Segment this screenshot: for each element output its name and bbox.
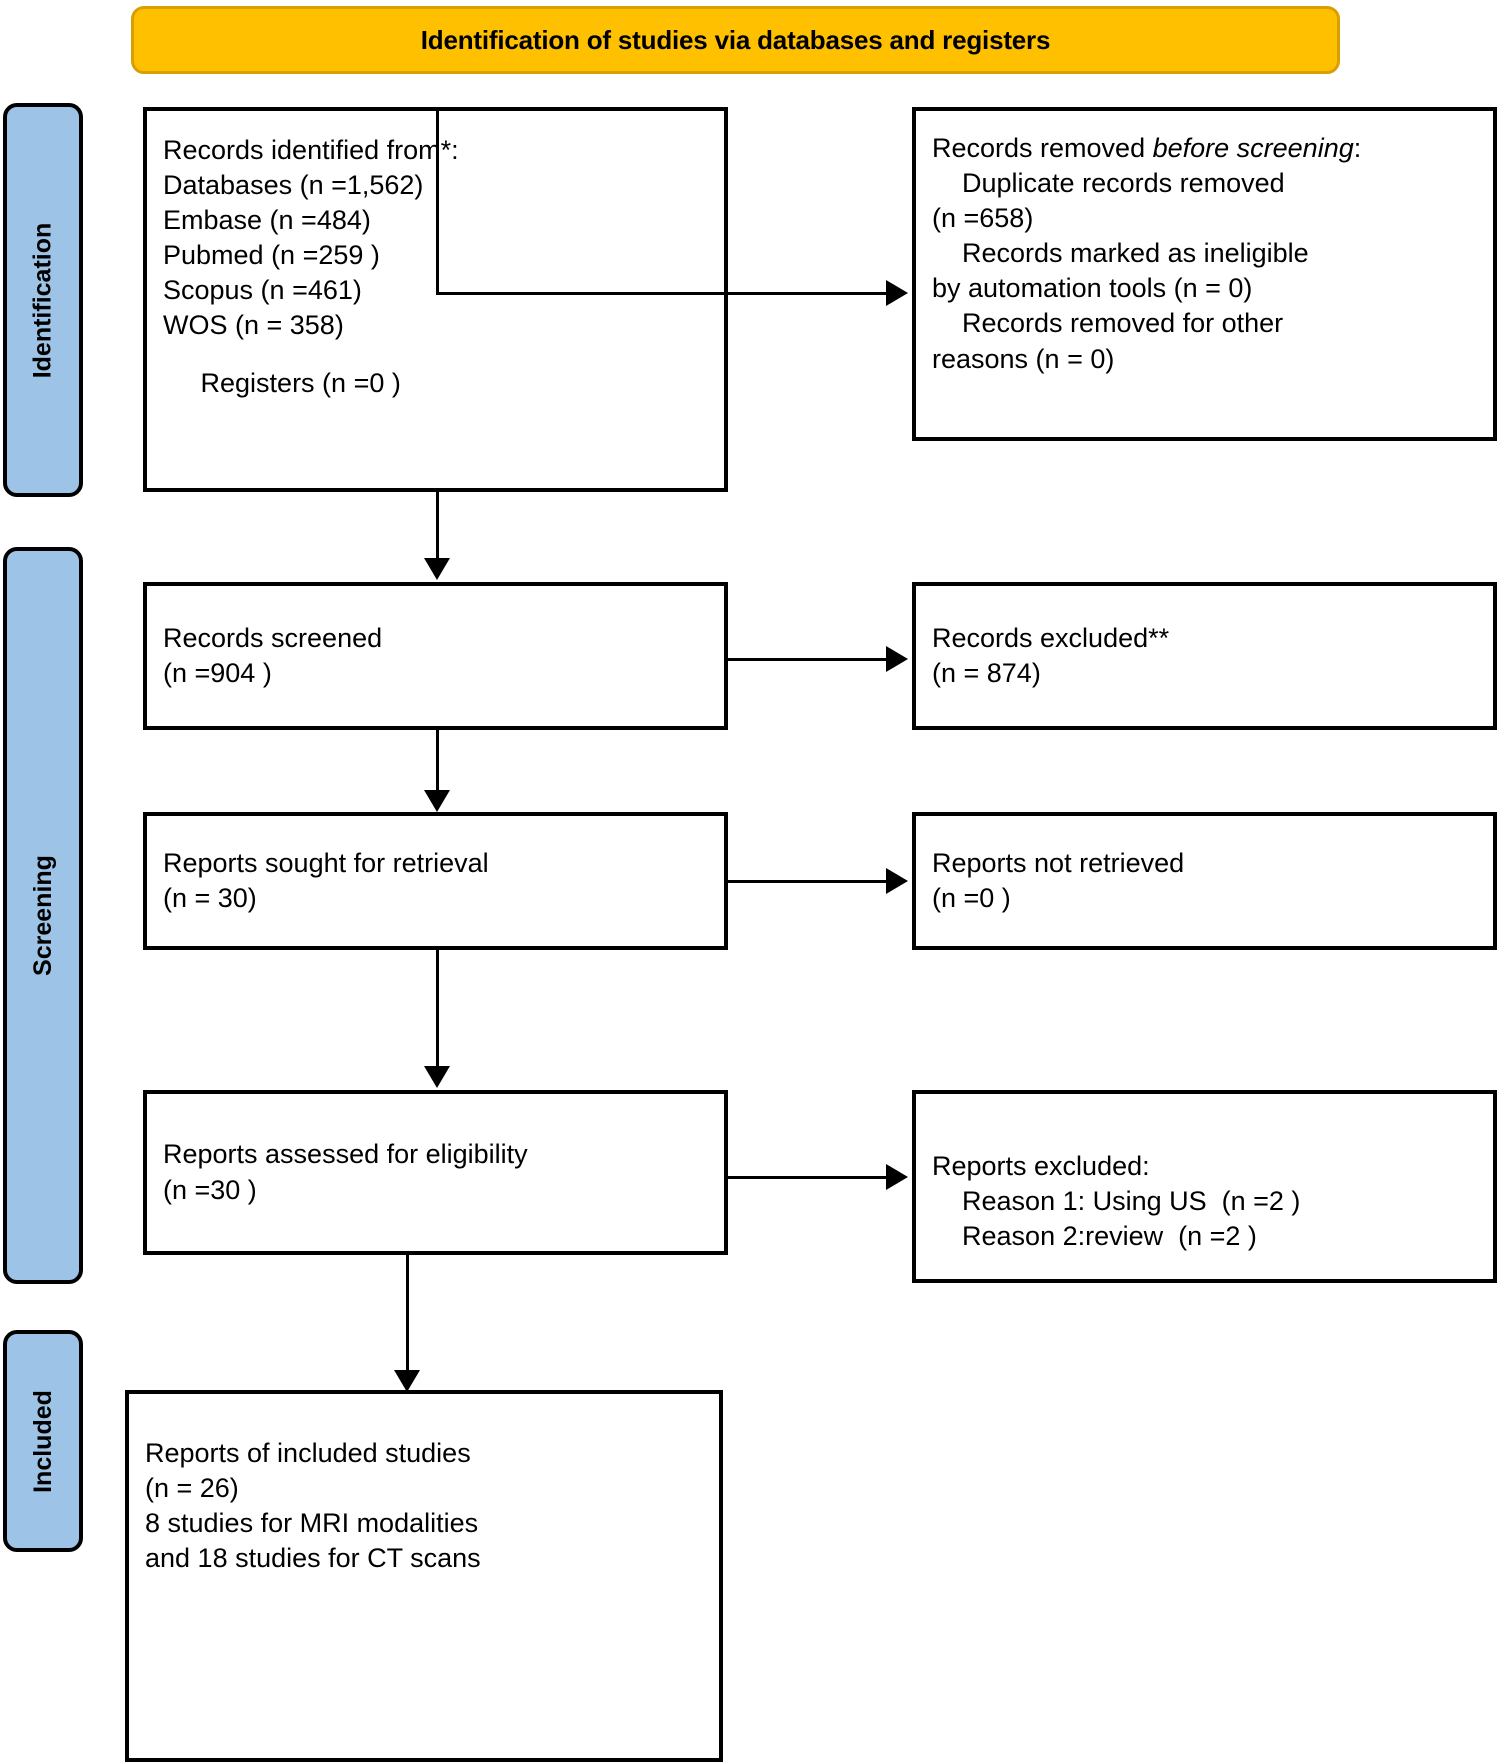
reports-assessed-line-2: (n =30 ) [163,1174,257,1205]
records-identified-line-1: Records identified from*: [163,135,459,165]
connector-identified-to-removed [436,292,888,295]
records-removed-heading-italic: before screening [1152,133,1354,163]
page-title: Identification of studies via databases … [420,24,1051,55]
records-identified-spacer [147,344,724,366]
box-records-removed: Records removed before screening: Duplic… [912,107,1497,441]
diagram-header-banner: Identification of studies via databases … [131,6,1340,74]
records-removed-heading-colon: : [1353,133,1362,163]
box-included-studies: Reports of included studies (n = 26) 8 s… [125,1390,723,1762]
arrowhead-sought-to-not-retrieved [886,868,908,894]
connector-screened-to-sought [436,730,439,792]
records-screened-line-1: Records screened [163,622,383,653]
stage-label-screening-text: Screening [28,855,57,976]
records-identified-line-2: Databases (n =1,562) [163,170,424,201]
stage-label-included: Included [3,1330,83,1552]
records-removed-item-3a: Records removed for other [932,308,1284,339]
reports-assessed-line-1: Reports assessed for eligibility [163,1139,528,1170]
included-studies-line-2: (n = 26) [145,1473,239,1504]
arrowhead-assessed-to-included [394,1370,420,1392]
included-studies-line-4: and 18 studies for CT scans [145,1543,481,1574]
records-screened-line-2: (n =904 ) [163,658,272,688]
reports-excluded-line-3: Reason 2:review (n =2 ) [932,1221,1257,1252]
connector-sought-to-assessed [436,950,439,1068]
box-records-screened: Records screened (n =904 ) [143,582,728,730]
records-excluded-line-2: (n = 874) [932,658,1041,688]
records-excluded-line-1: Records excluded** [932,622,1170,653]
records-removed-item-3b: reasons (n = 0) [932,343,1115,374]
arrowhead-screened-to-sought [424,790,450,812]
connector-assessed-to-excluded [728,1176,888,1179]
box-reports-excluded: Reports excluded: Reason 1: Using US (n … [912,1090,1497,1283]
records-removed-item-1a: Duplicate records removed [932,168,1285,199]
reports-not-retrieved-line-2: (n =0 ) [932,883,1011,913]
reports-excluded-line-1: Reports excluded: [932,1151,1150,1181]
included-studies-line-1: Reports of included studies [145,1438,471,1468]
box-reports-not-retrieved: Reports not retrieved (n =0 ) [912,812,1497,950]
arrowhead-assessed-to-excluded [886,1164,908,1190]
arrowhead-identified-to-screened [424,558,450,580]
box-records-identified: Records identified from*: Databases (n =… [143,107,728,492]
connector-assessed-to-included [406,1255,409,1372]
arrowhead-screened-to-excluded [886,646,908,672]
records-removed-item-2a: Records marked as ineligible [932,238,1309,269]
reports-sought-line-1: Reports sought for retrieval [163,847,489,878]
records-removed-item-1b: (n =658) [932,203,1034,234]
box-records-excluded: Records excluded** (n = 874) [912,582,1497,730]
arrowhead-sought-to-assessed [424,1066,450,1088]
records-identified-line-3: Embase (n =484) [163,205,371,236]
connector-stub-identified-top [436,107,439,293]
records-identified-registers: Registers (n =0 ) [163,367,401,398]
included-studies-line-3: 8 studies for MRI modalities [145,1508,479,1539]
records-removed-item-2b: by automation tools (n = 0) [932,273,1253,304]
records-identified-line-5: Scopus (n =461) [163,275,362,306]
records-removed-heading-plain: Records removed [932,133,1153,163]
box-reports-sought: Reports sought for retrieval (n = 30) [143,812,728,950]
box-reports-assessed: Reports assessed for eligibility (n =30 … [143,1090,728,1255]
reports-excluded-line-2: Reason 1: Using US (n =2 ) [932,1186,1301,1217]
records-removed-heading: Records removed before screening: [916,131,1493,166]
stage-label-included-text: Included [28,1389,57,1493]
reports-not-retrieved-line-1: Reports not retrieved [932,847,1185,878]
connector-sought-to-not-retrieved [728,880,888,883]
connector-screened-to-excluded [728,658,888,661]
connector-identified-to-screened [436,492,439,560]
stage-label-identification: Identification [3,103,83,497]
records-identified-line-4: Pubmed (n =259 ) [163,240,380,271]
arrowhead-identified-to-removed [886,280,908,306]
reports-sought-line-2: (n = 30) [163,883,257,913]
stage-label-identification-text: Identification [28,222,57,378]
records-identified-line-6: WOS (n = 358) [163,310,344,341]
stage-label-screening: Screening [3,547,83,1284]
